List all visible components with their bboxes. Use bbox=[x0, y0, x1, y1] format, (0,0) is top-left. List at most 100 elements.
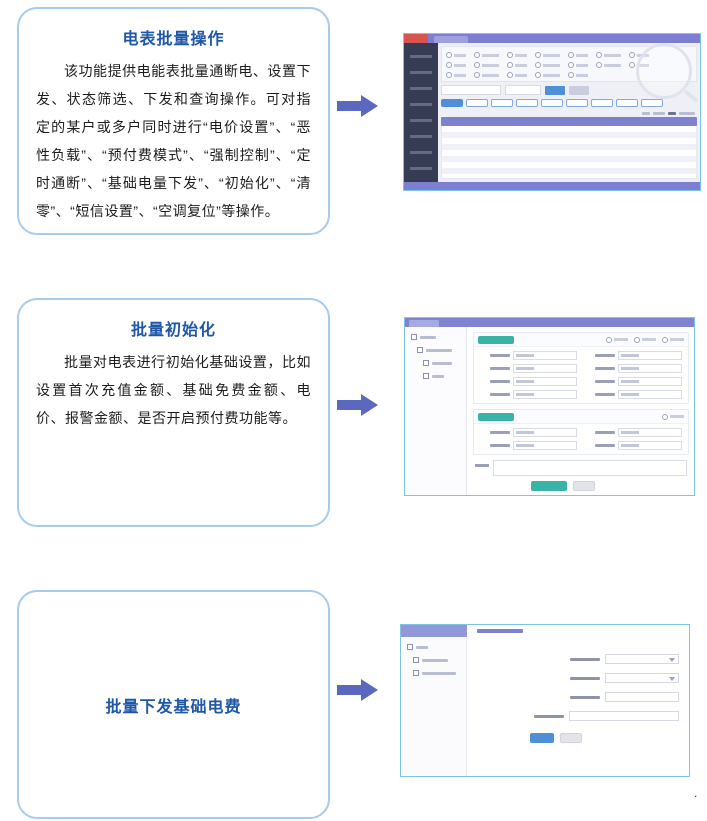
mini-remark-input bbox=[569, 711, 679, 721]
form-field bbox=[585, 364, 682, 373]
arrow-shaft bbox=[337, 101, 361, 111]
field-label-placeholder bbox=[595, 444, 615, 447]
field-input-placeholder bbox=[618, 377, 682, 386]
right-arrow-icon bbox=[337, 394, 379, 416]
arrow-shaft bbox=[337, 400, 361, 410]
tree-label-placeholder bbox=[432, 361, 452, 365]
mini-init-button bbox=[478, 335, 514, 344]
panel-header-options bbox=[662, 414, 684, 420]
filter-radio-chip bbox=[474, 72, 499, 78]
mini-unit-select bbox=[605, 654, 679, 664]
mini-form-buttons bbox=[530, 733, 679, 743]
panel-header bbox=[474, 333, 688, 347]
field-label-placeholder bbox=[595, 431, 615, 434]
form-field bbox=[585, 441, 682, 450]
filter-radio-chip bbox=[446, 52, 466, 58]
filter-radio-chip bbox=[446, 62, 466, 68]
form-field bbox=[480, 351, 577, 360]
mini-active-tab bbox=[409, 320, 439, 327]
filter-radio-chip bbox=[596, 52, 621, 58]
field-label-placeholder bbox=[570, 657, 600, 661]
mini-sidebar-menu bbox=[404, 43, 438, 182]
field-input-placeholder bbox=[618, 364, 682, 373]
panel-header-options bbox=[606, 337, 684, 343]
right-arrow-icon bbox=[337, 679, 379, 701]
field-input-placeholder bbox=[618, 428, 682, 437]
field-label-placeholder bbox=[490, 444, 510, 447]
form-field bbox=[585, 390, 682, 399]
right-arrow-icon bbox=[337, 95, 379, 117]
filter-radio-chip bbox=[507, 62, 527, 68]
mini-tree-panel bbox=[405, 327, 467, 495]
pager-chip bbox=[642, 111, 650, 115]
filter-radio-chip bbox=[535, 72, 560, 78]
field-input-placeholder bbox=[513, 441, 577, 450]
section-title: 批量下发基础电费 bbox=[105, 698, 242, 716]
mini-table-rows bbox=[441, 126, 697, 179]
screenshot-batch-basic-fee bbox=[400, 624, 690, 777]
tree-node bbox=[423, 373, 466, 379]
arrow-head bbox=[361, 394, 378, 416]
mini-submit-button bbox=[531, 481, 567, 491]
form-grid bbox=[474, 424, 688, 451]
tree-bullet bbox=[423, 373, 429, 379]
mini-pagination bbox=[443, 110, 695, 116]
filter-radio-chip bbox=[507, 72, 527, 78]
field-label-placeholder bbox=[595, 354, 615, 357]
arrow-head bbox=[361, 95, 378, 117]
panel-header bbox=[474, 410, 688, 424]
mini-toolbar-button bbox=[566, 99, 588, 107]
field-input-placeholder bbox=[513, 351, 577, 360]
mini-save-button bbox=[530, 733, 554, 743]
field-input-placeholder bbox=[618, 441, 682, 450]
filter-radio-chip bbox=[568, 62, 588, 68]
form-field bbox=[480, 364, 577, 373]
stray-period: . bbox=[694, 786, 698, 800]
tree-bullet bbox=[423, 360, 429, 366]
mini-toolbar-button bbox=[491, 99, 513, 107]
mini-app-titlebar bbox=[405, 318, 694, 327]
tree-label-placeholder bbox=[432, 374, 444, 378]
screenshot-meter-batch-operations bbox=[403, 33, 701, 191]
filter-radio-chip bbox=[507, 52, 527, 58]
mini-toolbar-button bbox=[641, 99, 663, 107]
mini-prepay-button bbox=[478, 412, 514, 421]
tree-label-placeholder bbox=[420, 335, 436, 339]
mini-tree-panel bbox=[401, 637, 467, 776]
mini-toolbar-button bbox=[516, 99, 538, 107]
tree-bullet bbox=[417, 347, 423, 353]
form-field bbox=[492, 711, 679, 721]
form-field bbox=[480, 428, 577, 437]
mini-toolbar-button bbox=[466, 99, 488, 107]
tree-node bbox=[411, 334, 466, 340]
mini-form-buttons bbox=[531, 481, 689, 491]
callout-meter-batch-operations: 电表批量操作 该功能提供电能表批量通断电、设置下发、状态筛选、下发和查询操作。可… bbox=[17, 7, 330, 235]
field-label-placeholder bbox=[595, 367, 615, 370]
option-radio-chip bbox=[634, 337, 656, 343]
field-label-placeholder bbox=[570, 676, 600, 680]
form-field bbox=[480, 377, 577, 386]
filter-radio-chip bbox=[596, 62, 621, 68]
screenshot-batch-initialization bbox=[404, 317, 695, 496]
tree-node bbox=[407, 644, 466, 650]
pager-chip bbox=[679, 111, 695, 115]
section-body: 该功能提供电能表批量通断电、设置下发、状态筛选、下发和查询操作。可对指定的某户或… bbox=[36, 63, 311, 219]
tree-node bbox=[423, 360, 466, 366]
mini-form-area bbox=[468, 637, 689, 776]
tree-node bbox=[413, 657, 466, 663]
remark-textarea-placeholder bbox=[493, 460, 687, 476]
field-label-placeholder bbox=[490, 367, 510, 370]
filter-radio-chip bbox=[535, 62, 560, 68]
field-label-placeholder bbox=[534, 714, 564, 718]
mini-toolbar-button bbox=[616, 99, 638, 107]
mini-toolbar-button bbox=[441, 99, 463, 107]
mini-fee-input bbox=[605, 692, 679, 702]
tree-bullet bbox=[413, 670, 419, 676]
field-input-placeholder bbox=[513, 364, 577, 373]
mini-page-title-placeholder bbox=[477, 629, 523, 633]
field-input-placeholder bbox=[618, 390, 682, 399]
mini-action-toolbar bbox=[441, 99, 697, 107]
field-input-placeholder bbox=[513, 390, 577, 399]
tree-node bbox=[413, 670, 466, 676]
field-label-placeholder bbox=[595, 393, 615, 396]
